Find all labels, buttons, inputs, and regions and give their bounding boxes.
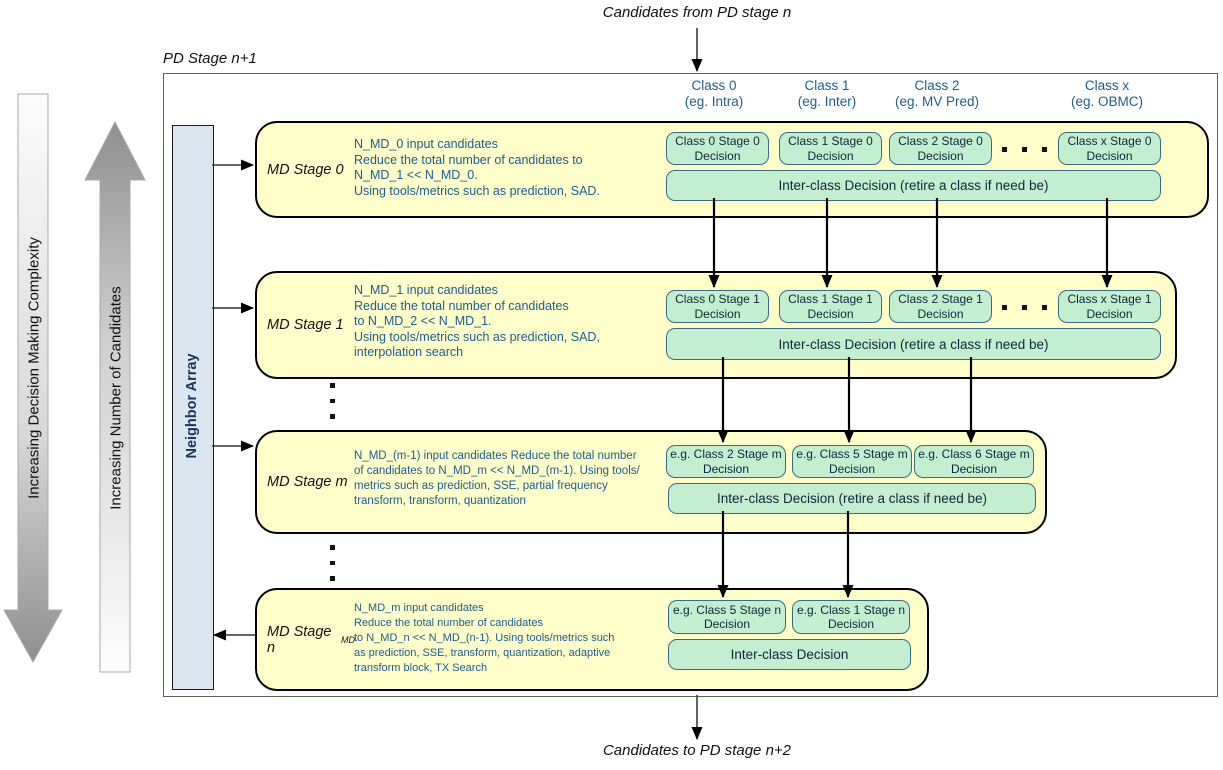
md-stage-1-label: MD Stage 1 [267,273,355,377]
class-header-x-name: Class x [1084,78,1130,93]
decision-box-classx-stage0: Class x Stage 0 Decision [1058,132,1161,165]
class-header-0-name: Class 0 [691,78,737,93]
ellipsis-horizontal-icon [1002,305,1047,310]
md-stage-n-description: N_MD_m input candidates Reduce the total… [354,602,615,674]
ellipsis-horizontal-icon [1002,147,1047,152]
md-stage-n-box: MD Stage n MD N_MD_m input candidates Red… [255,588,929,691]
decision-box-class5-stagem: e.g. Class 5 Stage m Decision [792,445,912,478]
class-header-1-name: Class 1 [804,78,850,93]
decision-box-class1-stage0: Class 1 Stage 0 Decision [779,132,882,165]
md-stage-n-label-sub: MD [341,634,355,645]
output-candidates-label: Candidates to PD stage n+2 [602,742,792,759]
class-header-x: Class x (eg. OBMC) [1032,78,1182,110]
md-stage-1-label-text: MD Stage 1 [267,317,344,333]
decision-box-class2-stagem: e.g. Class 2 Stage m Decision [666,445,786,478]
complexity-arrow-label: Increasing Decision Making Complexity [25,237,43,499]
input-candidates-label: Candidates from PD stage n [602,4,792,21]
md-stage-1-description: N_MD_1 input candidates Reduce the total… [354,283,600,359]
decision-box-classx-stage1: Class x Stage 1 Decision [1058,290,1161,323]
ellipsis-vertical-icon [330,545,335,581]
class-header-2-name: Class 2 [914,78,960,93]
decision-box-class0-stage0: Class 0 Stage 0 Decision [666,132,769,165]
md-stage-m-label-text: MD Stage m [267,474,348,490]
inter-class-decision-bar-stage0: Inter-class Decision (retire a class if … [666,170,1161,201]
candidates-up-arrow-icon [84,120,146,673]
inter-class-decision-bar-stagen: Inter-class Decision [668,639,911,670]
class-header-x-example: (eg. OBMC) [1070,94,1143,109]
neighbor-array-label: Neighbor Array [184,353,200,459]
decision-box-class5-stagen: e.g. Class 5 Stage n Decision [668,600,786,634]
decision-box-class1-stagen: e.g. Class 1 Stage n Decision [792,600,910,634]
md-stage-n-label: MD Stage n MD [267,590,355,689]
decision-box-class6-stagem: e.g. Class 6 Stage m Decision [914,445,1034,478]
decision-box-class2-stage0: Class 2 Stage 0 Decision [889,132,992,165]
class-header-1-example: (eg. Inter) [797,94,857,109]
md-stage-n-label-text: MD Stage n [267,623,332,656]
inter-class-decision-bar-stage1: Inter-class Decision (retire a class if … [666,328,1161,360]
decision-box-class1-stage1: Class 1 Stage 1 Decision [779,290,882,323]
class-header-0: Class 0 (eg. Intra) [639,78,789,110]
inter-class-decision-bar-stagem: Inter-class Decision (retire a class if … [668,483,1036,514]
pd-stage-label: PD Stage n+1 [163,50,257,67]
class-header-0-example: (eg. Intra) [684,94,744,109]
md-stage-0-description: N_MD_0 input candidates Reduce the total… [354,137,600,198]
md-stage-m-box: MD Stage m N_MD_(m-1) input candidates R… [255,430,1047,534]
class-header-2-example: (eg. MV Pred) [894,94,980,109]
md-stage-0-label: MD Stage 0 [267,123,355,216]
decision-box-class2-stage1: Class 2 Stage 1 Decision [889,290,992,323]
neighbor-array-box [172,125,214,690]
complexity-down-arrow-icon [3,93,63,664]
md-stage-m-label: MD Stage m [267,432,355,532]
decision-box-class0-stage1: Class 0 Stage 1 Decision [666,290,769,323]
md-stage-0-label-text: MD Stage 0 [267,161,344,178]
ellipsis-vertical-icon [330,383,335,419]
class-header-2: Class 2 (eg. MV Pred) [862,78,1012,110]
class-header-1: Class 1 (eg. Inter) [752,78,902,110]
md-stage-1-box: MD Stage 1 N_MD_1 input candidates Reduc… [255,271,1177,379]
md-stage-m-description: N_MD_(m-1) input candidates Reduce the t… [354,450,640,507]
candidates-arrow-label: Increasing Number of Candidates [107,286,125,510]
md-stage-0-box: MD Stage 0 N_MD_0 input candidates Reduc… [255,121,1209,218]
